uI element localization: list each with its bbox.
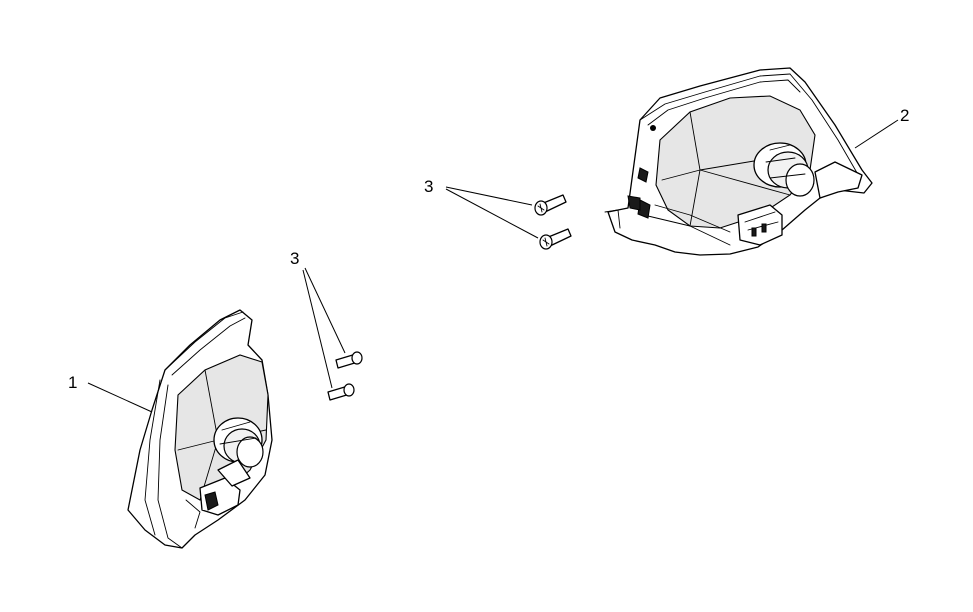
right-turn-signal-assembly [604,67,873,256]
leader-part-3-lower-b [302,269,333,389]
leader-part-2 [854,119,899,149]
screw-lower-2 [327,383,355,401]
leader-lines [87,119,899,413]
leader-part-3-lower-a [304,267,346,354]
mounting-screws [327,194,572,401]
leader-part-1 [87,382,153,413]
screw-upper-1 [534,194,567,216]
callout-part-2: 2 [900,106,909,125]
callout-part-1: 1 [68,373,77,392]
callout-part-3-lower: 3 [290,249,299,268]
leader-part-3-upper-b [445,188,539,239]
left-turn-signal-assembly [127,309,273,549]
callout-part-3-upper: 3 [424,177,433,196]
screw-upper-2 [539,228,572,250]
screw-lower-1 [335,351,363,369]
leader-part-3-upper-a [445,186,533,206]
